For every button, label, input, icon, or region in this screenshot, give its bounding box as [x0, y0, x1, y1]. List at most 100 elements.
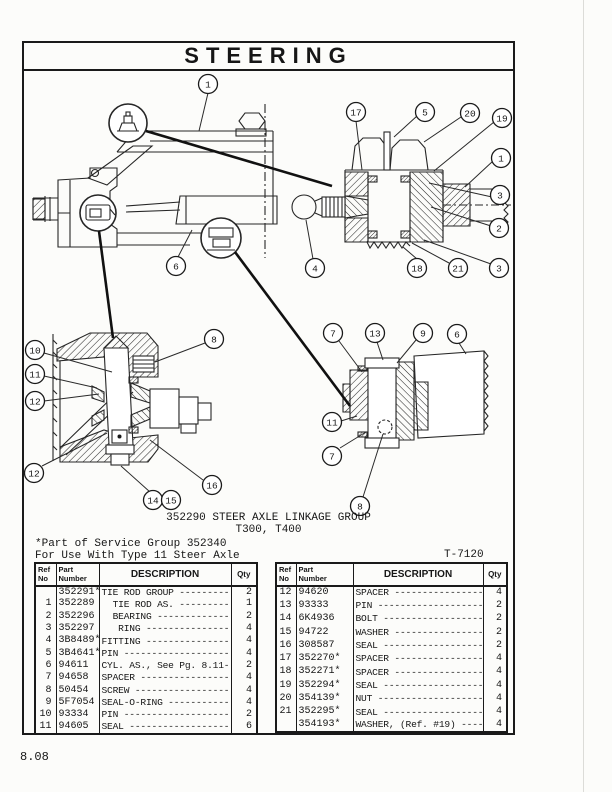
qty-cell: 4 — [482, 652, 508, 666]
ref-cell: 4 — [34, 635, 57, 648]
callout-2: 2 — [488, 217, 510, 239]
ref-cell: 5 — [34, 647, 57, 660]
desc-cell: PIN ------------------- — [98, 708, 232, 722]
qty-cell: 4 — [482, 679, 508, 693]
desc-cell: SEAL-O-RING ----------- — [98, 696, 232, 709]
desc-cell: SPACER ---------------- — [352, 652, 484, 666]
svg-text:6: 6 — [173, 261, 179, 272]
ref-cell: 21 — [275, 705, 297, 719]
callout-6: 6 — [446, 323, 468, 345]
svg-text:16: 16 — [206, 480, 218, 491]
part-cell: 352294* — [295, 679, 354, 693]
part-cell: 308587 — [295, 639, 354, 653]
desc-cell: NUT ------------------- — [352, 692, 484, 706]
desc-cell: SEAL ------------------ — [352, 679, 484, 693]
desc-cell: TIE ROD AS. --------- — [98, 598, 232, 611]
cylinder-pin-section-drawing — [342, 350, 489, 449]
desc-cell: SEAL ------------------ — [98, 721, 232, 734]
ref-cell — [275, 718, 297, 733]
callout-15: 15 — [160, 489, 182, 511]
svg-text:3: 3 — [496, 263, 502, 274]
part-header-line2: Number — [58, 573, 87, 583]
ref-cell: 9 — [34, 696, 57, 709]
svg-text:1: 1 — [205, 79, 211, 90]
callouts-top-left: 16 — [165, 73, 219, 277]
callout-1: 1 — [490, 147, 512, 169]
svg-text:18: 18 — [411, 263, 423, 274]
table-row: 354193*WASHER, (Ref. #19) ----4 — [275, 718, 508, 733]
svg-text:5: 5 — [422, 107, 428, 118]
ref-cell: 17 — [275, 652, 297, 666]
qty-cell: 4 — [230, 684, 258, 697]
part-cell: 354193* — [295, 718, 354, 733]
svg-text:13: 13 — [369, 328, 381, 339]
part-cell: 354139* — [295, 692, 354, 706]
axle-type-note: For Use With Type 11 Steer Axle — [35, 550, 240, 562]
part-cell: 5F7054 — [55, 696, 100, 709]
callout-3: 3 — [489, 184, 511, 206]
ref-header-line2: No — [279, 573, 289, 583]
svg-text:8: 8 — [211, 334, 217, 345]
desc-cell: FITTING --------------- — [98, 635, 232, 648]
part-cell: 352271* — [295, 665, 354, 680]
callout-14: 14 — [142, 489, 164, 511]
qty-cell: 4 — [482, 718, 508, 733]
description-header: DESCRIPTION — [98, 562, 232, 587]
part-header-line2: Number — [298, 573, 327, 583]
ref-cell: 13 — [275, 599, 297, 613]
page-title: STEERING — [24, 43, 513, 71]
qty-cell: 4 — [230, 696, 258, 709]
desc-cell: RING --------------- — [98, 622, 232, 636]
svg-text:12: 12 — [28, 468, 40, 479]
description-header-label: DESCRIPTION — [130, 569, 200, 580]
svg-text:8: 8 — [357, 501, 363, 512]
qty-header-label: Qty — [488, 570, 502, 579]
callout-7: 7 — [322, 322, 344, 344]
svg-text:4: 4 — [312, 263, 318, 274]
qty-cell: 4 — [482, 586, 508, 600]
part-cell: 93333 — [295, 599, 354, 613]
callout-5: 5 — [414, 101, 436, 123]
ref-header-line1: Ref — [38, 565, 51, 574]
desc-cell: SPACER ---------------- — [352, 586, 484, 600]
svg-text:19: 19 — [496, 113, 508, 124]
page-frame: STEERING — [22, 41, 515, 735]
page-number: 8.08 — [20, 750, 49, 764]
parts-table-left: Ref No Part Number DESCRIPTION Qty 35229… — [34, 562, 258, 735]
svg-text:11: 11 — [326, 417, 338, 428]
qty-cell: 2 — [482, 639, 508, 653]
figure-models: T300, T400 — [235, 524, 302, 536]
part-number-header: Part Number — [55, 562, 100, 587]
callout-12: 12 — [24, 462, 45, 484]
desc-cell: SPACER ---------------- — [352, 665, 484, 680]
kingpin-section-drawing — [52, 332, 212, 466]
ref-no-header: Ref No — [275, 562, 297, 587]
svg-text:6: 6 — [454, 329, 460, 340]
part-cell: 352295* — [295, 705, 354, 719]
part-cell: 352297 — [55, 622, 100, 636]
callout-9: 9 — [412, 322, 434, 344]
ref-cell: 3 — [34, 622, 57, 636]
desc-cell: BEARING ------------- — [98, 610, 232, 623]
part-cell: 352296 — [55, 610, 100, 623]
part-cell: 94722 — [295, 625, 354, 640]
callout-11: 11 — [24, 363, 46, 385]
qty-cell: 4 — [482, 665, 508, 680]
detail-connector-lines — [97, 129, 352, 407]
part-cell: 93334 — [55, 708, 100, 722]
callout-18: 18 — [406, 257, 428, 279]
